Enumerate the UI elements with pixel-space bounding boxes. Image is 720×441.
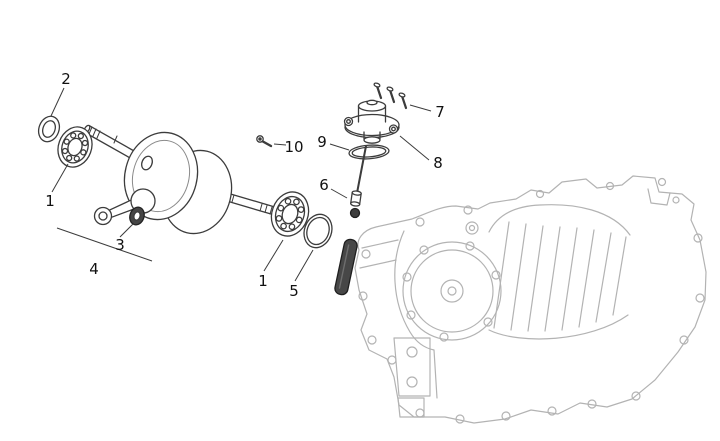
callout-label-4: 4 [89, 260, 99, 278]
callout-label-3: 3 [115, 236, 125, 254]
roller-pin [334, 238, 358, 296]
callout-label-5: 5 [289, 282, 299, 300]
callout-label-7: 7 [435, 103, 445, 121]
callout-label-1-right: 1 [258, 272, 268, 290]
callout-label-8: 8 [433, 154, 443, 172]
leader-lines [50, 87, 432, 282]
callout-label-1-left: 1 [45, 192, 55, 210]
gasket-ring [348, 144, 390, 160]
callout-labels: 2 1 3 4 1 5 6 7 8 9 10 [45, 70, 445, 300]
seal-washer [37, 115, 61, 143]
callout-label-9: 9 [317, 133, 327, 151]
o-ring [303, 213, 333, 249]
check-valve [349, 145, 367, 219]
ball-bearing-right [270, 191, 310, 237]
pump-screws [373, 82, 408, 110]
connecting-rod [93, 188, 156, 226]
small-end-seal [129, 206, 145, 226]
ball-bearing-left [57, 126, 93, 168]
callout-label-2: 2 [61, 70, 71, 88]
callout-label-6: 6 [319, 176, 329, 194]
callout-label-10: 10 [284, 138, 303, 156]
oil-pump-assembly [343, 99, 400, 144]
crankcase-outline [354, 175, 707, 424]
pin-bolt [256, 135, 273, 148]
parts-layer [37, 82, 408, 296]
